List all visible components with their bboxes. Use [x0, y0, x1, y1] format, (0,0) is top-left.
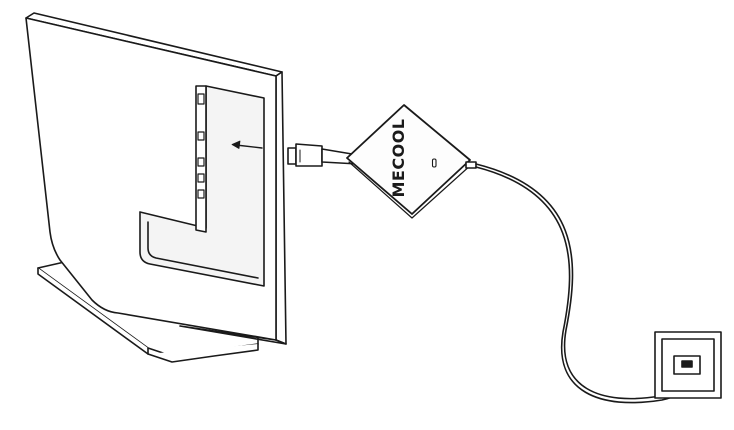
- hdmi-plug: [287, 143, 359, 167]
- streaming-dongle: [346, 104, 473, 219]
- wall-socket: [654, 331, 722, 399]
- device-brand-label: MECOOL: [389, 119, 408, 198]
- monitor-ports: [197, 93, 205, 199]
- insert-arrow-icon: [231, 140, 263, 149]
- usb-port-icon: [681, 360, 693, 368]
- monitor: [25, 12, 287, 345]
- status-led-icon: [431, 158, 437, 168]
